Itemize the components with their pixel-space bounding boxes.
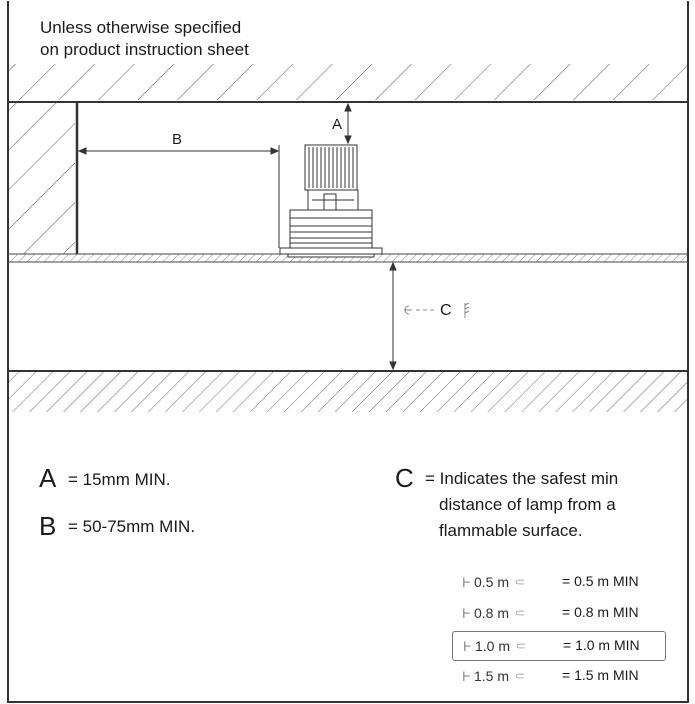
distance-row: Ⱶ 1.5 m ⸦ = 1.5 m MIN xyxy=(452,662,664,690)
lamp-icon: Ⱶ xyxy=(462,668,471,684)
legend-c-line1: = Indicates the safest min xyxy=(425,469,619,488)
distance-min: = 0.5 m MIN xyxy=(562,573,639,589)
lamp-icon: Ⱶ xyxy=(462,605,471,621)
distance-row: Ⱶ 0.8 m ⸦ = 0.8 m MIN xyxy=(452,599,664,627)
legend-b-letter: B xyxy=(39,511,57,541)
heatsink-fins xyxy=(308,147,354,188)
header-note-line1: Unless otherwise specified xyxy=(40,18,242,37)
dimension-a-label: A xyxy=(332,116,343,133)
legend-b-text: = 50-75mm MIN. xyxy=(68,517,196,536)
distance-text: 0.8 m xyxy=(473,605,509,621)
c-flame-symbol xyxy=(464,302,470,318)
legend-a-letter: A xyxy=(39,463,57,493)
distance-text: 0.5 m xyxy=(473,574,509,590)
downlight-fixture xyxy=(279,144,383,258)
distance-row: Ⱶ 0.5 m ⸦ = 0.5 m MIN xyxy=(452,568,664,596)
distance-text: 1.5 m xyxy=(473,668,509,684)
lamp-icon: Ⱶ xyxy=(462,574,471,590)
floor-hatch xyxy=(9,372,687,412)
dimension-a-arrow xyxy=(344,102,352,145)
legend-c-line3: flammable surface. xyxy=(439,521,583,540)
distance-min: = 1.0 m MIN xyxy=(563,637,640,653)
legend-a-text: = 15mm MIN. xyxy=(68,470,171,489)
dimension-b-arrow xyxy=(77,145,280,248)
ceiling-hatch xyxy=(9,0,687,100)
dimension-c-label: C xyxy=(440,302,452,319)
left-wall xyxy=(9,102,79,254)
distance-value: Ⱶ 0.8 m ⸦ xyxy=(462,604,527,623)
distance-value: Ⱶ 0.5 m ⸦ xyxy=(462,573,527,592)
flame-surface-icon: ⸦ xyxy=(513,638,528,654)
flame-surface-icon: ⸦ xyxy=(512,605,527,621)
lamp-icon: Ⱶ xyxy=(463,638,472,654)
legend-c-letter: C xyxy=(395,463,414,493)
distance-value: Ⱶ 1.0 m ⸦ xyxy=(463,637,528,656)
distance-min: = 1.5 m MIN xyxy=(562,667,639,683)
c-lamp-symbol xyxy=(404,305,434,315)
legend-c-line2: distance of lamp from a xyxy=(439,495,616,514)
distance-row-highlighted: Ⱶ 1.0 m ⸦ = 1.0 m MIN xyxy=(452,631,666,661)
dimension-b-label: B xyxy=(172,131,183,148)
flame-surface-icon: ⸦ xyxy=(512,574,527,590)
distance-min: = 0.8 m MIN xyxy=(562,604,639,620)
flame-surface-icon: ⸦ xyxy=(512,668,527,684)
header-note-line2: on product instruction sheet xyxy=(40,40,249,59)
distance-text: 1.0 m xyxy=(474,638,510,654)
distance-value: Ⱶ 1.5 m ⸦ xyxy=(462,667,527,686)
dimension-c-arrow xyxy=(389,261,397,371)
